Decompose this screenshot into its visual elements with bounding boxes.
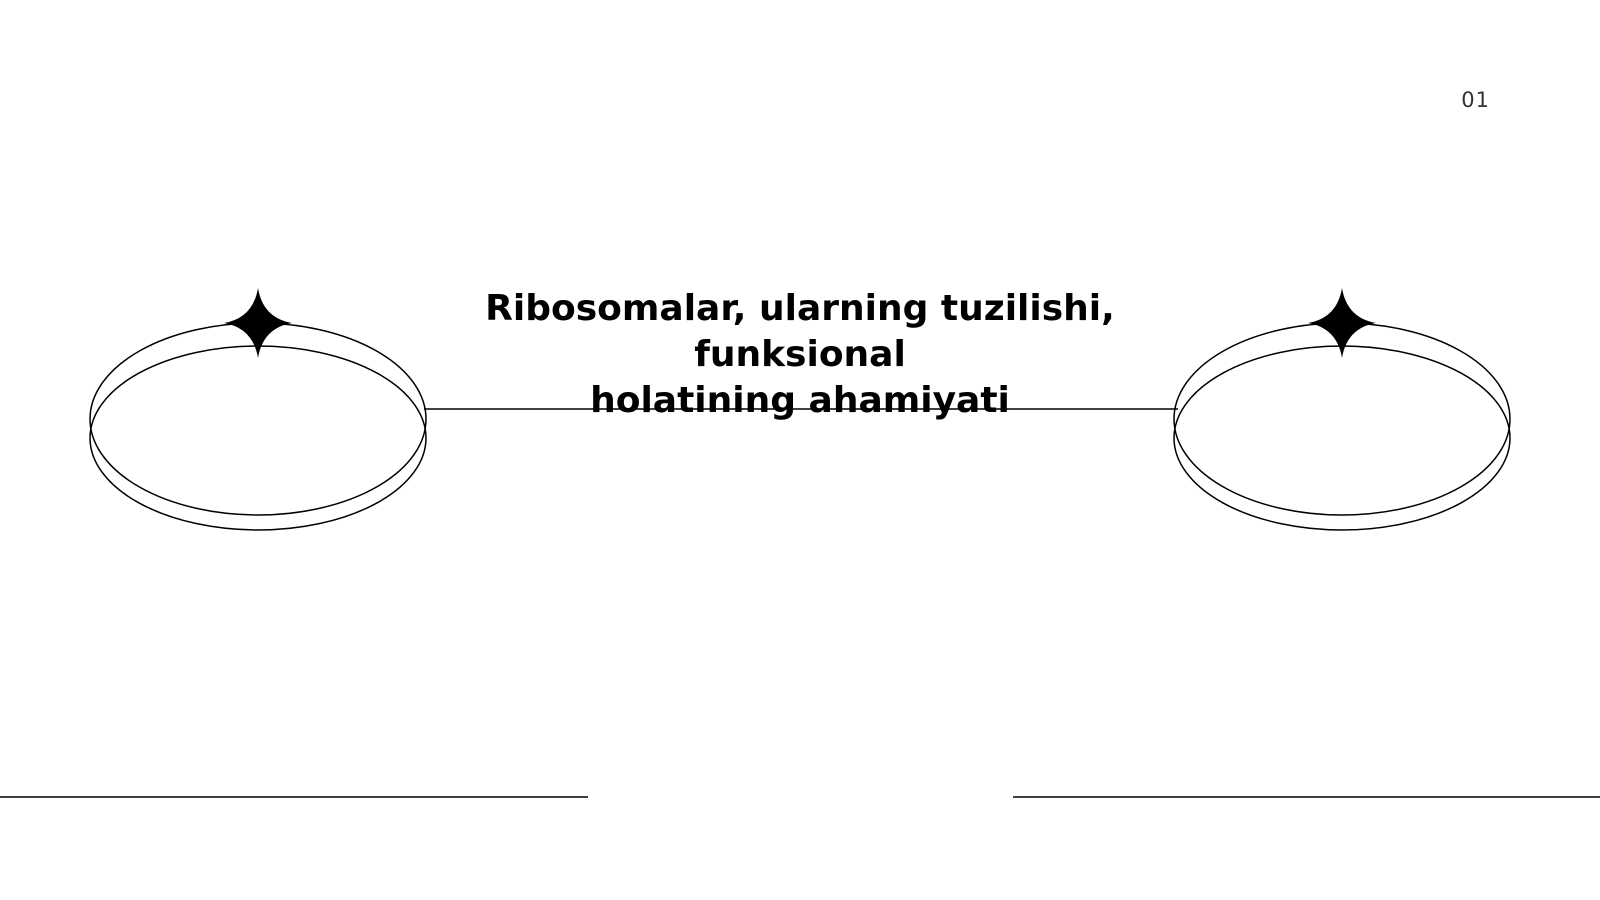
slide-title: Ribosomalar, ularning tuzilishi, funksio… (380, 286, 1220, 424)
right-sparkle-star-icon (1308, 288, 1376, 358)
slide-title-line-1: Ribosomalar, ularning tuzilishi, funksio… (485, 288, 1115, 375)
slide-title-line-2: holatining ahamiyati (590, 380, 1010, 421)
left-sparkle-star-icon (224, 288, 292, 358)
slide-number: 01 (1461, 88, 1490, 112)
